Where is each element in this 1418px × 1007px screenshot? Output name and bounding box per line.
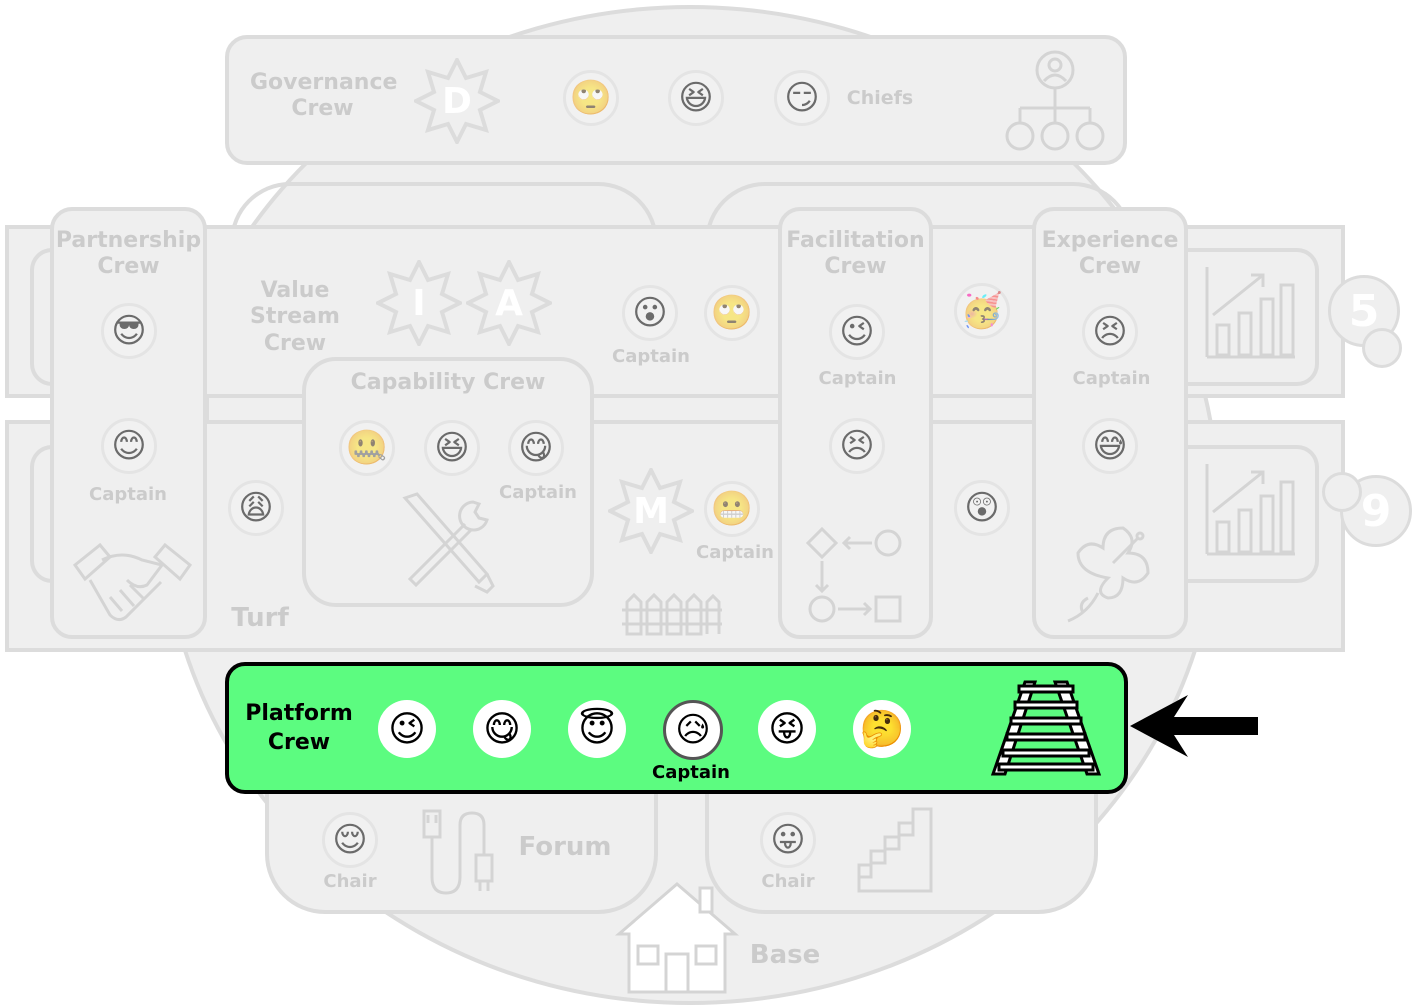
- platform-emoji-5: 😝: [758, 700, 816, 758]
- facilitation-extra-emoji-1: 🥳: [954, 283, 1010, 339]
- org-chart-icon: [1005, 50, 1105, 151]
- bar-chart-icon-top: [1205, 267, 1295, 359]
- experience-captain-label: Captain: [1072, 368, 1151, 389]
- forum-chair-label: Chair: [323, 871, 377, 892]
- capability-captain-label: Captain: [499, 482, 577, 503]
- governance-star-d: D: [411, 55, 503, 147]
- governance-star-letter: D: [442, 80, 472, 122]
- facilitation-extra-emoji-2: 😲: [954, 480, 1010, 536]
- facilitation-captain-label: Captain: [818, 368, 897, 389]
- value-stream-title: Value Stream Crew: [250, 278, 340, 356]
- value-stream-star-a: A: [463, 257, 555, 349]
- partnership-emoji-1: 😎: [101, 303, 157, 359]
- badge-5-sub: [1362, 328, 1402, 368]
- experience-emoji-2: 😅: [1082, 418, 1138, 474]
- value-stream-captain-label: Captain: [612, 346, 690, 367]
- value-stream-star-i: I: [373, 257, 465, 349]
- flow-icon: [805, 526, 902, 623]
- badge-9: 9: [1340, 475, 1412, 547]
- governance-crew-title: Governance Crew: [250, 70, 398, 122]
- m-star-letter: M: [633, 490, 669, 532]
- experience-emoji-1: 😣: [1082, 304, 1138, 360]
- bar-chart-icon-bottom: [1205, 464, 1295, 556]
- facilitation-emoji-1: 😉: [829, 304, 885, 360]
- forum-title: Forum: [518, 832, 612, 862]
- handshake-icon: [72, 542, 193, 622]
- stairs-icon: [857, 807, 933, 893]
- platform-emoji-1: 😉: [378, 700, 436, 758]
- turf-inner-right: [1185, 445, 1319, 583]
- pointer-arrow: [1130, 695, 1258, 757]
- governance-role-label: Chiefs: [846, 87, 914, 109]
- cable-icon: [422, 809, 494, 895]
- railway-track-icon: [990, 680, 1102, 776]
- platform-captain-emoji: 😥: [663, 700, 723, 760]
- capability-emoji-3: 😋: [508, 420, 564, 476]
- platform-captain-label: Captain: [652, 762, 730, 783]
- capability-emoji-2: 😆: [424, 420, 480, 476]
- lower-right-shell: [705, 790, 1098, 914]
- hibiscus-icon: [1067, 526, 1150, 623]
- platform-emoji-6: 🤔: [853, 700, 911, 758]
- value-stream-emoji-1: 😮: [622, 285, 678, 341]
- governance-emoji-3: 😏: [774, 70, 830, 126]
- turf-emoji: 😩: [228, 480, 284, 536]
- capability-emoji-1: 🤐: [339, 420, 395, 476]
- house-icon: [614, 882, 740, 994]
- partnership-crew-title: Partnership Crew: [55, 228, 202, 280]
- experience-crew-title: Experience Crew: [1041, 228, 1179, 280]
- partnership-captain-label: Captain: [89, 484, 167, 505]
- value-stream-emoji-2: 🙄: [704, 285, 760, 341]
- governance-emoji-2: 😆: [668, 70, 724, 126]
- fence-icon: [622, 592, 722, 636]
- platform-crew-title: Platform Crew: [245, 701, 353, 755]
- partnership-emoji-2: 😊: [101, 418, 157, 474]
- m-star: M: [605, 465, 697, 557]
- badge-9-number: 9: [1360, 485, 1392, 537]
- capability-crew-title: Capability Crew: [350, 370, 546, 395]
- forum-emoji: 😌: [322, 812, 378, 868]
- value-stream-star-letter-a: A: [495, 282, 523, 324]
- badge-9-sub: [1322, 472, 1362, 512]
- facilitation-emoji-2: 😣: [829, 418, 885, 474]
- right-bottom-emoji: 😛: [760, 812, 816, 868]
- tools-icon: [402, 492, 495, 594]
- capability-crew-panel: [302, 357, 594, 607]
- platform-emoji-2: 😋: [473, 700, 531, 758]
- m-emoji: 😬: [704, 481, 760, 537]
- badge-5-number: 5: [1348, 285, 1380, 337]
- governance-emoji-1: 🙄: [563, 70, 619, 126]
- value-stream-inner-right: [1185, 248, 1319, 386]
- facilitation-crew-title: Facilitation Crew: [786, 228, 925, 280]
- turf-title: Turf: [231, 603, 289, 633]
- value-stream-star-letter-i: I: [412, 282, 426, 324]
- right-bottom-chair-label: Chair: [761, 871, 815, 892]
- platform-emoji-3: 😇: [568, 700, 626, 758]
- m-captain-label: Captain: [696, 542, 774, 563]
- base-title: Base: [749, 940, 821, 970]
